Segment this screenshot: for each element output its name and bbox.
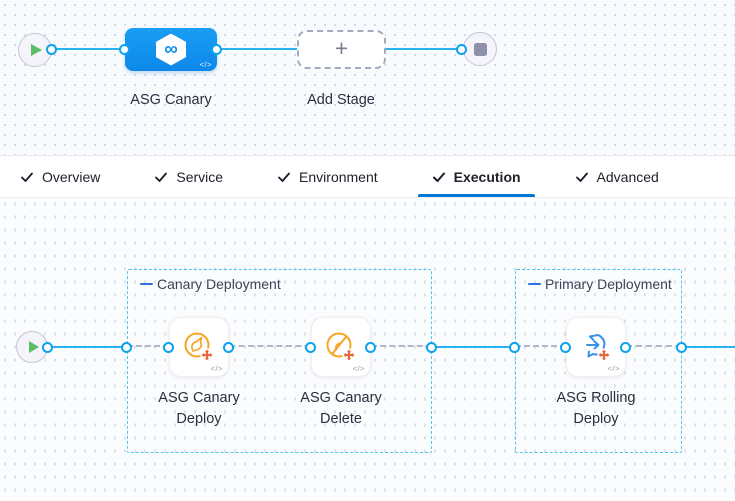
- tab-overview[interactable]: Overview: [6, 156, 114, 197]
- group-primary-deployment: Primary Deployment: [515, 269, 682, 453]
- dashed-connector-line: [626, 345, 682, 347]
- stage-config-tabbar: Overview Service Environment Execution: [0, 156, 735, 198]
- connector-port[interactable]: [426, 342, 437, 353]
- connector-port[interactable]: [119, 44, 130, 55]
- play-icon: [28, 341, 39, 353]
- asg-canary-deploy-icon: [184, 332, 214, 362]
- stage-node-asg-canary[interactable]: ∞ </>: [125, 28, 217, 71]
- step-code-toggle[interactable]: </>: [607, 364, 620, 373]
- group-title: Canary Deployment: [140, 276, 281, 292]
- tab-advanced[interactable]: Advanced: [561, 156, 673, 197]
- plus-icon: +: [334, 35, 349, 61]
- connector-line: [386, 48, 458, 50]
- connector-port[interactable]: [365, 342, 376, 353]
- step-name-label: ASG Canary Deploy: [158, 390, 240, 427]
- stop-icon: [473, 42, 487, 56]
- connector-port[interactable]: [223, 342, 234, 353]
- asg-canary-delete-icon: [326, 332, 356, 362]
- dashed-connector-line: [229, 345, 311, 347]
- step-code-toggle[interactable]: </>: [352, 364, 365, 373]
- dashed-connector-line: [127, 345, 169, 347]
- step-node-asg-rolling-deploy[interactable]: </>: [566, 317, 626, 377]
- group-title-label: Canary Deployment: [157, 276, 281, 292]
- group-title: Primary Deployment: [528, 276, 672, 292]
- add-stage-label: Add Stage: [307, 92, 375, 108]
- connector-line: [682, 346, 735, 348]
- collapse-icon[interactable]: [528, 282, 541, 286]
- step-name-label: ASG Rolling Deploy: [556, 390, 636, 427]
- execution-graph-canvas: Canary Deployment Primary Deployment </>…: [0, 198, 735, 501]
- check-icon: [20, 170, 34, 184]
- connector-port[interactable]: [676, 342, 687, 353]
- check-icon: [432, 170, 446, 184]
- stage-graph-canvas: ∞ </> ASG Canary + Add Stage: [0, 0, 735, 156]
- connector-port[interactable]: [560, 342, 571, 353]
- check-icon: [154, 170, 168, 184]
- connector-port[interactable]: [163, 342, 174, 353]
- connector-port[interactable]: [305, 342, 316, 353]
- connector-line: [217, 48, 298, 50]
- pipeline-end-node[interactable]: [463, 32, 497, 66]
- check-icon: [277, 170, 291, 184]
- connector-port[interactable]: [42, 342, 53, 353]
- connector-port[interactable]: [121, 342, 132, 353]
- connector-port[interactable]: [509, 342, 520, 353]
- tab-label: Service: [176, 168, 224, 185]
- add-stage-button[interactable]: +: [297, 30, 386, 69]
- dashed-connector-line: [371, 345, 432, 347]
- stage-code-toggle[interactable]: </>: [199, 60, 212, 69]
- connector-port[interactable]: [620, 342, 631, 353]
- tab-label: Advanced: [596, 168, 659, 185]
- active-tab-underline: [417, 194, 535, 197]
- collapse-icon[interactable]: [140, 282, 153, 286]
- connector-line: [432, 346, 515, 348]
- tab-label: Environment: [299, 168, 378, 185]
- tab-environment[interactable]: Environment: [263, 156, 392, 197]
- tab-execution[interactable]: Execution: [417, 156, 535, 197]
- check-icon: [575, 170, 589, 184]
- stage-name-label: ASG Canary: [130, 92, 212, 108]
- asg-rolling-deploy-icon: [586, 334, 611, 362]
- connector-port[interactable]: [211, 44, 222, 55]
- cd-hexagon-icon: ∞: [156, 33, 186, 66]
- connector-line: [52, 48, 125, 50]
- dashed-connector-line: [515, 345, 566, 347]
- connector-port[interactable]: [456, 44, 467, 55]
- step-node-asg-canary-delete[interactable]: </>: [311, 317, 371, 377]
- connector-port[interactable]: [46, 44, 57, 55]
- group-canary-deployment: Canary Deployment: [127, 269, 432, 453]
- play-icon: [31, 44, 42, 56]
- group-title-label: Primary Deployment: [545, 276, 672, 292]
- step-code-toggle[interactable]: </>: [210, 364, 223, 373]
- step-node-asg-canary-deploy[interactable]: </>: [169, 317, 229, 377]
- tab-service[interactable]: Service: [140, 156, 237, 197]
- tab-label: Overview: [42, 168, 101, 185]
- connector-line: [48, 346, 127, 348]
- tab-label: Execution: [453, 168, 521, 185]
- step-name-label: ASG Canary Delete: [300, 390, 382, 427]
